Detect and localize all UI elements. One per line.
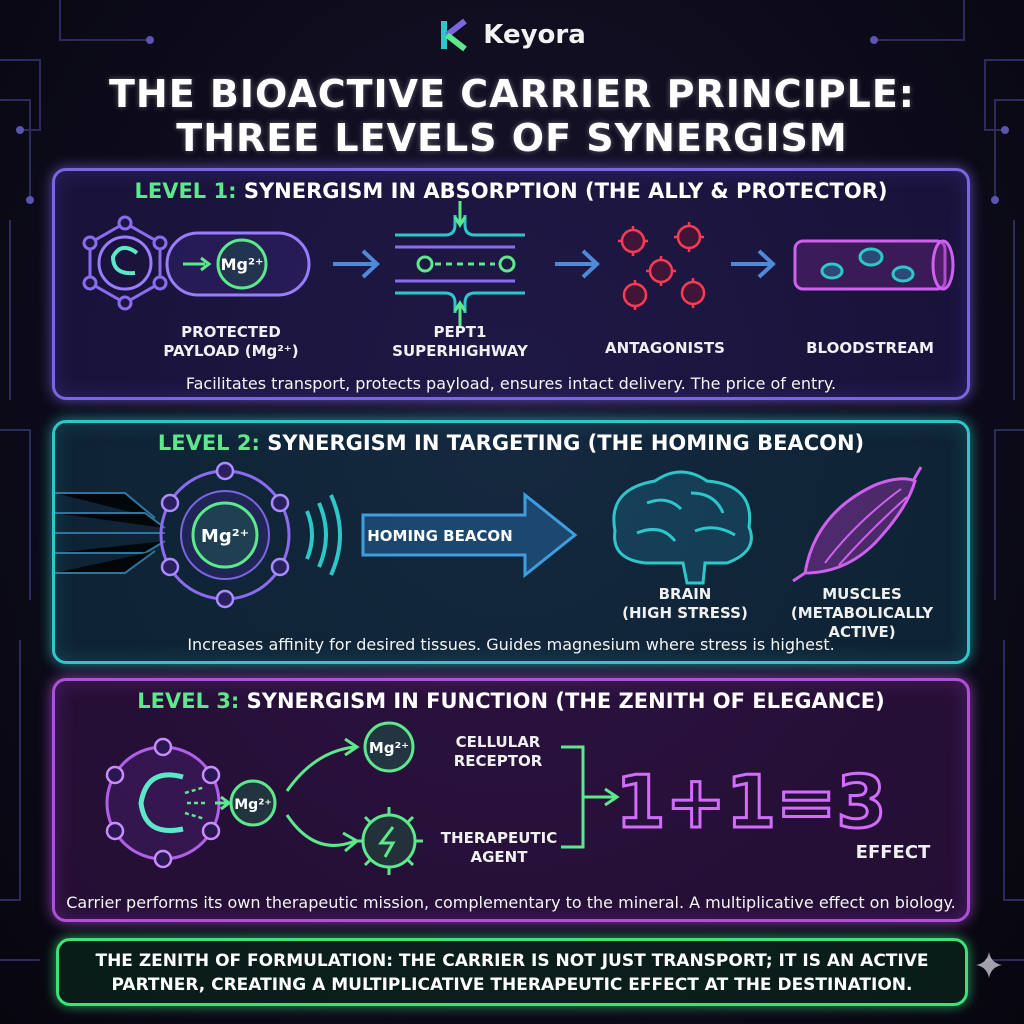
- active-carrier-icon: [105, 737, 221, 869]
- level3-heading: SYNERGISM IN FUNCTION (THE ZENITH OF ELE…: [246, 689, 885, 713]
- flow-arrow-icon: [333, 249, 776, 279]
- level2-title: LEVEL 2: SYNERGISM IN TARGETING (THE HOM…: [55, 431, 967, 455]
- page-title: THE BIOACTIVE CARRIER PRINCIPLE: THREE L…: [0, 72, 1024, 160]
- level2-number: LEVEL 2:: [157, 431, 260, 455]
- antagonists-label: ANTAGONISTS: [605, 339, 725, 357]
- level3-title: LEVEL 3: SYNERGISM IN FUNCTION (THE ZENI…: [55, 689, 967, 713]
- title-line-2: THREE LEVELS OF SYNERGISM: [176, 116, 848, 160]
- mg-ion-label: Mg²⁺: [201, 526, 249, 547]
- brain-label: BRAIN (HIGH STRESS): [622, 585, 748, 622]
- title-line-1: THE BIOACTIVE CARRIER PRINCIPLE:: [109, 72, 915, 116]
- level3-diagram: Mg²⁺ Mg²⁺ 1+1=3: [105, 721, 888, 875]
- level1-diagram: Mg²⁺: [82, 201, 955, 327]
- level1-panel: LEVEL 1: SYNERGISM IN ABSORPTION (THE AL…: [52, 168, 970, 400]
- brand: Keyora: [0, 18, 1024, 52]
- keyora-logo-icon: [441, 18, 468, 52]
- muscles-label: MUSCLES (METABOLICALLY ACTIVE): [790, 585, 934, 641]
- conclusion-panel: THE ZENITH OF FORMULATION: THE CARRIER I…: [56, 938, 968, 1006]
- capsule-shape: [165, 231, 311, 297]
- brand-name: Keyora: [483, 20, 586, 50]
- antagonists-icon: [618, 222, 706, 310]
- level1-number: LEVEL 1:: [134, 179, 237, 203]
- mg-ion-icon: [229, 779, 277, 827]
- level2-heading: SYNERGISM IN TARGETING (THE HOMING BEACO…: [267, 431, 865, 455]
- receptor-label: CELLULAR RECEPTOR: [453, 733, 543, 770]
- conclusion-text: THE ZENITH OF FORMULATION: THE CARRIER I…: [59, 949, 965, 997]
- homing-beacon-arrow: [361, 491, 578, 579]
- pept1-channel-icon: [395, 201, 525, 327]
- level2-diagram: Mg²⁺ HOMING BEACON: [55, 461, 923, 609]
- brain-icon: [612, 470, 753, 585]
- level1-description: Facilitates transport, protects payload,…: [185, 374, 837, 393]
- therapeutic-gear-icon: [355, 807, 423, 875]
- equation-text: 1+1=3: [616, 760, 887, 844]
- carrier-molecule-icon: [82, 215, 168, 311]
- level3-description: Carrier performs its own therapeutic mis…: [66, 893, 956, 912]
- incoming-lines: [55, 492, 166, 574]
- effect-label: EFFECT: [855, 842, 931, 863]
- mg-ion-icon: [216, 238, 268, 290]
- conclusion-line-1: THE ZENITH OF FORMULATION: THE CARRIER I…: [95, 951, 929, 971]
- pept1-label: PEPT1 SUPERHIGHWAY: [392, 323, 528, 360]
- bloodstream-label: BLOODSTREAM: [806, 339, 934, 357]
- agent-label: THERAPEUTIC AGENT: [440, 829, 558, 866]
- level1-title: LEVEL 1: SYNERGISM IN ABSORPTION (THE AL…: [55, 179, 967, 203]
- receptor-mg-icon: [363, 721, 415, 773]
- targeted-carrier-icon: Mg²⁺: [159, 461, 342, 609]
- payload-label: PROTECTED PAYLOAD (Mg²⁺): [163, 323, 299, 360]
- sparkle-icon: [976, 952, 1002, 978]
- mg-ion-label: Mg²⁺: [369, 739, 409, 757]
- level2-panel: LEVEL 2: SYNERGISM IN TARGETING (THE HOM…: [52, 420, 970, 664]
- level3-panel: LEVEL 3: SYNERGISM IN FUNCTION (THE ZENI…: [52, 678, 970, 922]
- bloodstream-vessel-icon: [793, 239, 955, 291]
- muscle-icon: [792, 466, 923, 583]
- homing-beacon-label: HOMING BEACON: [367, 527, 513, 545]
- conclusion-line-2: PARTNER, CREATING A MULTIPLICATIVE THERA…: [111, 975, 913, 995]
- mg-ion-label: Mg²⁺: [221, 255, 264, 274]
- level2-description: Increases affinity for desired tissues. …: [187, 635, 835, 654]
- level1-heading: SYNERGISM IN ABSORPTION (THE ALLY & PROT…: [243, 179, 888, 203]
- level3-number: LEVEL 3:: [137, 689, 240, 713]
- mg-ion-label: Mg²⁺: [234, 797, 271, 813]
